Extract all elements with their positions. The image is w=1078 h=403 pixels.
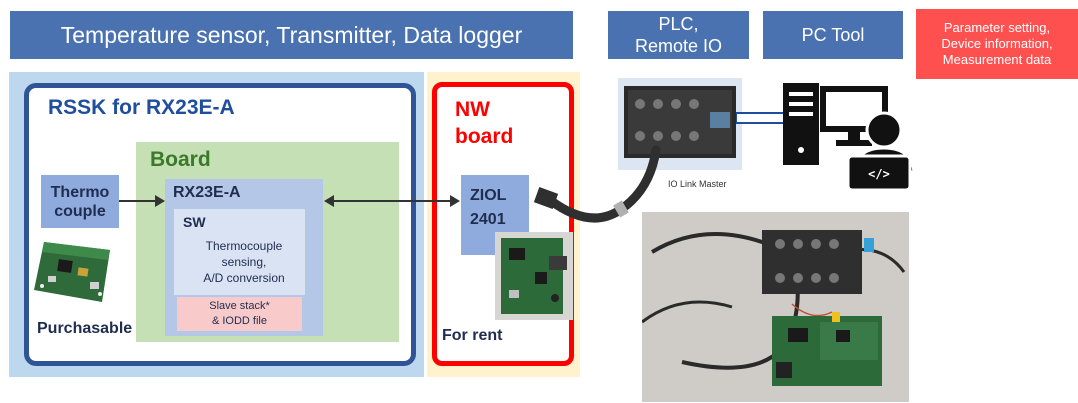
pc-tool-header: PC Tool	[763, 11, 903, 59]
nw-title-line2: board	[455, 125, 514, 148]
nw-board-photo	[495, 232, 573, 320]
param-line1: Parameter setting,	[943, 20, 1051, 35]
io-link-cable	[533, 145, 661, 223]
sw-line2: sensing,	[221, 255, 267, 269]
io-link-master-label: IO Link Master	[668, 179, 727, 189]
page-title: Temperature sensor, Transmitter, Data lo…	[60, 21, 523, 48]
param-line3: Measurement data	[942, 52, 1052, 67]
slave-line2: & IODD file	[211, 315, 267, 327]
rssk-title: RSSK for RX23E-A	[48, 96, 235, 119]
pc-tool-label: PC Tool	[801, 25, 865, 45]
thermo-line1: Thermo	[50, 183, 110, 201]
sw-description: Thermocouple sensing, A/D conversion	[184, 238, 304, 286]
thermocouple-box: Thermo couple	[41, 175, 119, 228]
parameter-box: Parameter setting, Device information, M…	[916, 9, 1078, 79]
nw-title: NW board	[455, 96, 513, 150]
ziol-line2: 2401	[470, 211, 506, 228]
purchasable-label: Purchasable	[37, 320, 133, 337]
pc-link-line	[736, 112, 784, 124]
plc-header: PLC, Remote IO	[608, 11, 749, 59]
double-arrow-icon	[324, 195, 460, 207]
arrow-right-icon	[119, 195, 165, 207]
thermo-line2: couple	[54, 202, 106, 220]
for-rent-label: For rent	[442, 327, 503, 344]
param-line2: Device information,	[941, 36, 1053, 51]
mcu-title: RX23E-A	[173, 184, 241, 201]
slave-stack-box: Slave stack* & IODD file	[177, 297, 302, 331]
pc-tower-icon	[783, 83, 819, 165]
sw-line3: A/D conversion	[203, 271, 285, 285]
nw-title-line1: NW	[455, 98, 490, 121]
sw-box	[174, 209, 305, 295]
ziol-line1: ZIOL	[470, 187, 507, 204]
developer-person-icon: </>	[846, 111, 916, 192]
rssk-board-photo	[34, 242, 110, 302]
plc-label-line1: PLC,	[658, 14, 699, 34]
svg-text:</>: </>	[868, 167, 890, 181]
page-title-banner: Temperature sensor, Transmitter, Data lo…	[10, 11, 573, 59]
io-link-master-photo	[618, 78, 742, 170]
slave-line1: Slave stack*	[209, 300, 270, 312]
board-title: Board	[150, 148, 211, 171]
setup-photo	[642, 212, 909, 402]
sw-line1: Thermocouple	[205, 239, 283, 253]
sw-title: SW	[183, 214, 206, 230]
plc-label-line2: Remote IO	[634, 36, 723, 56]
